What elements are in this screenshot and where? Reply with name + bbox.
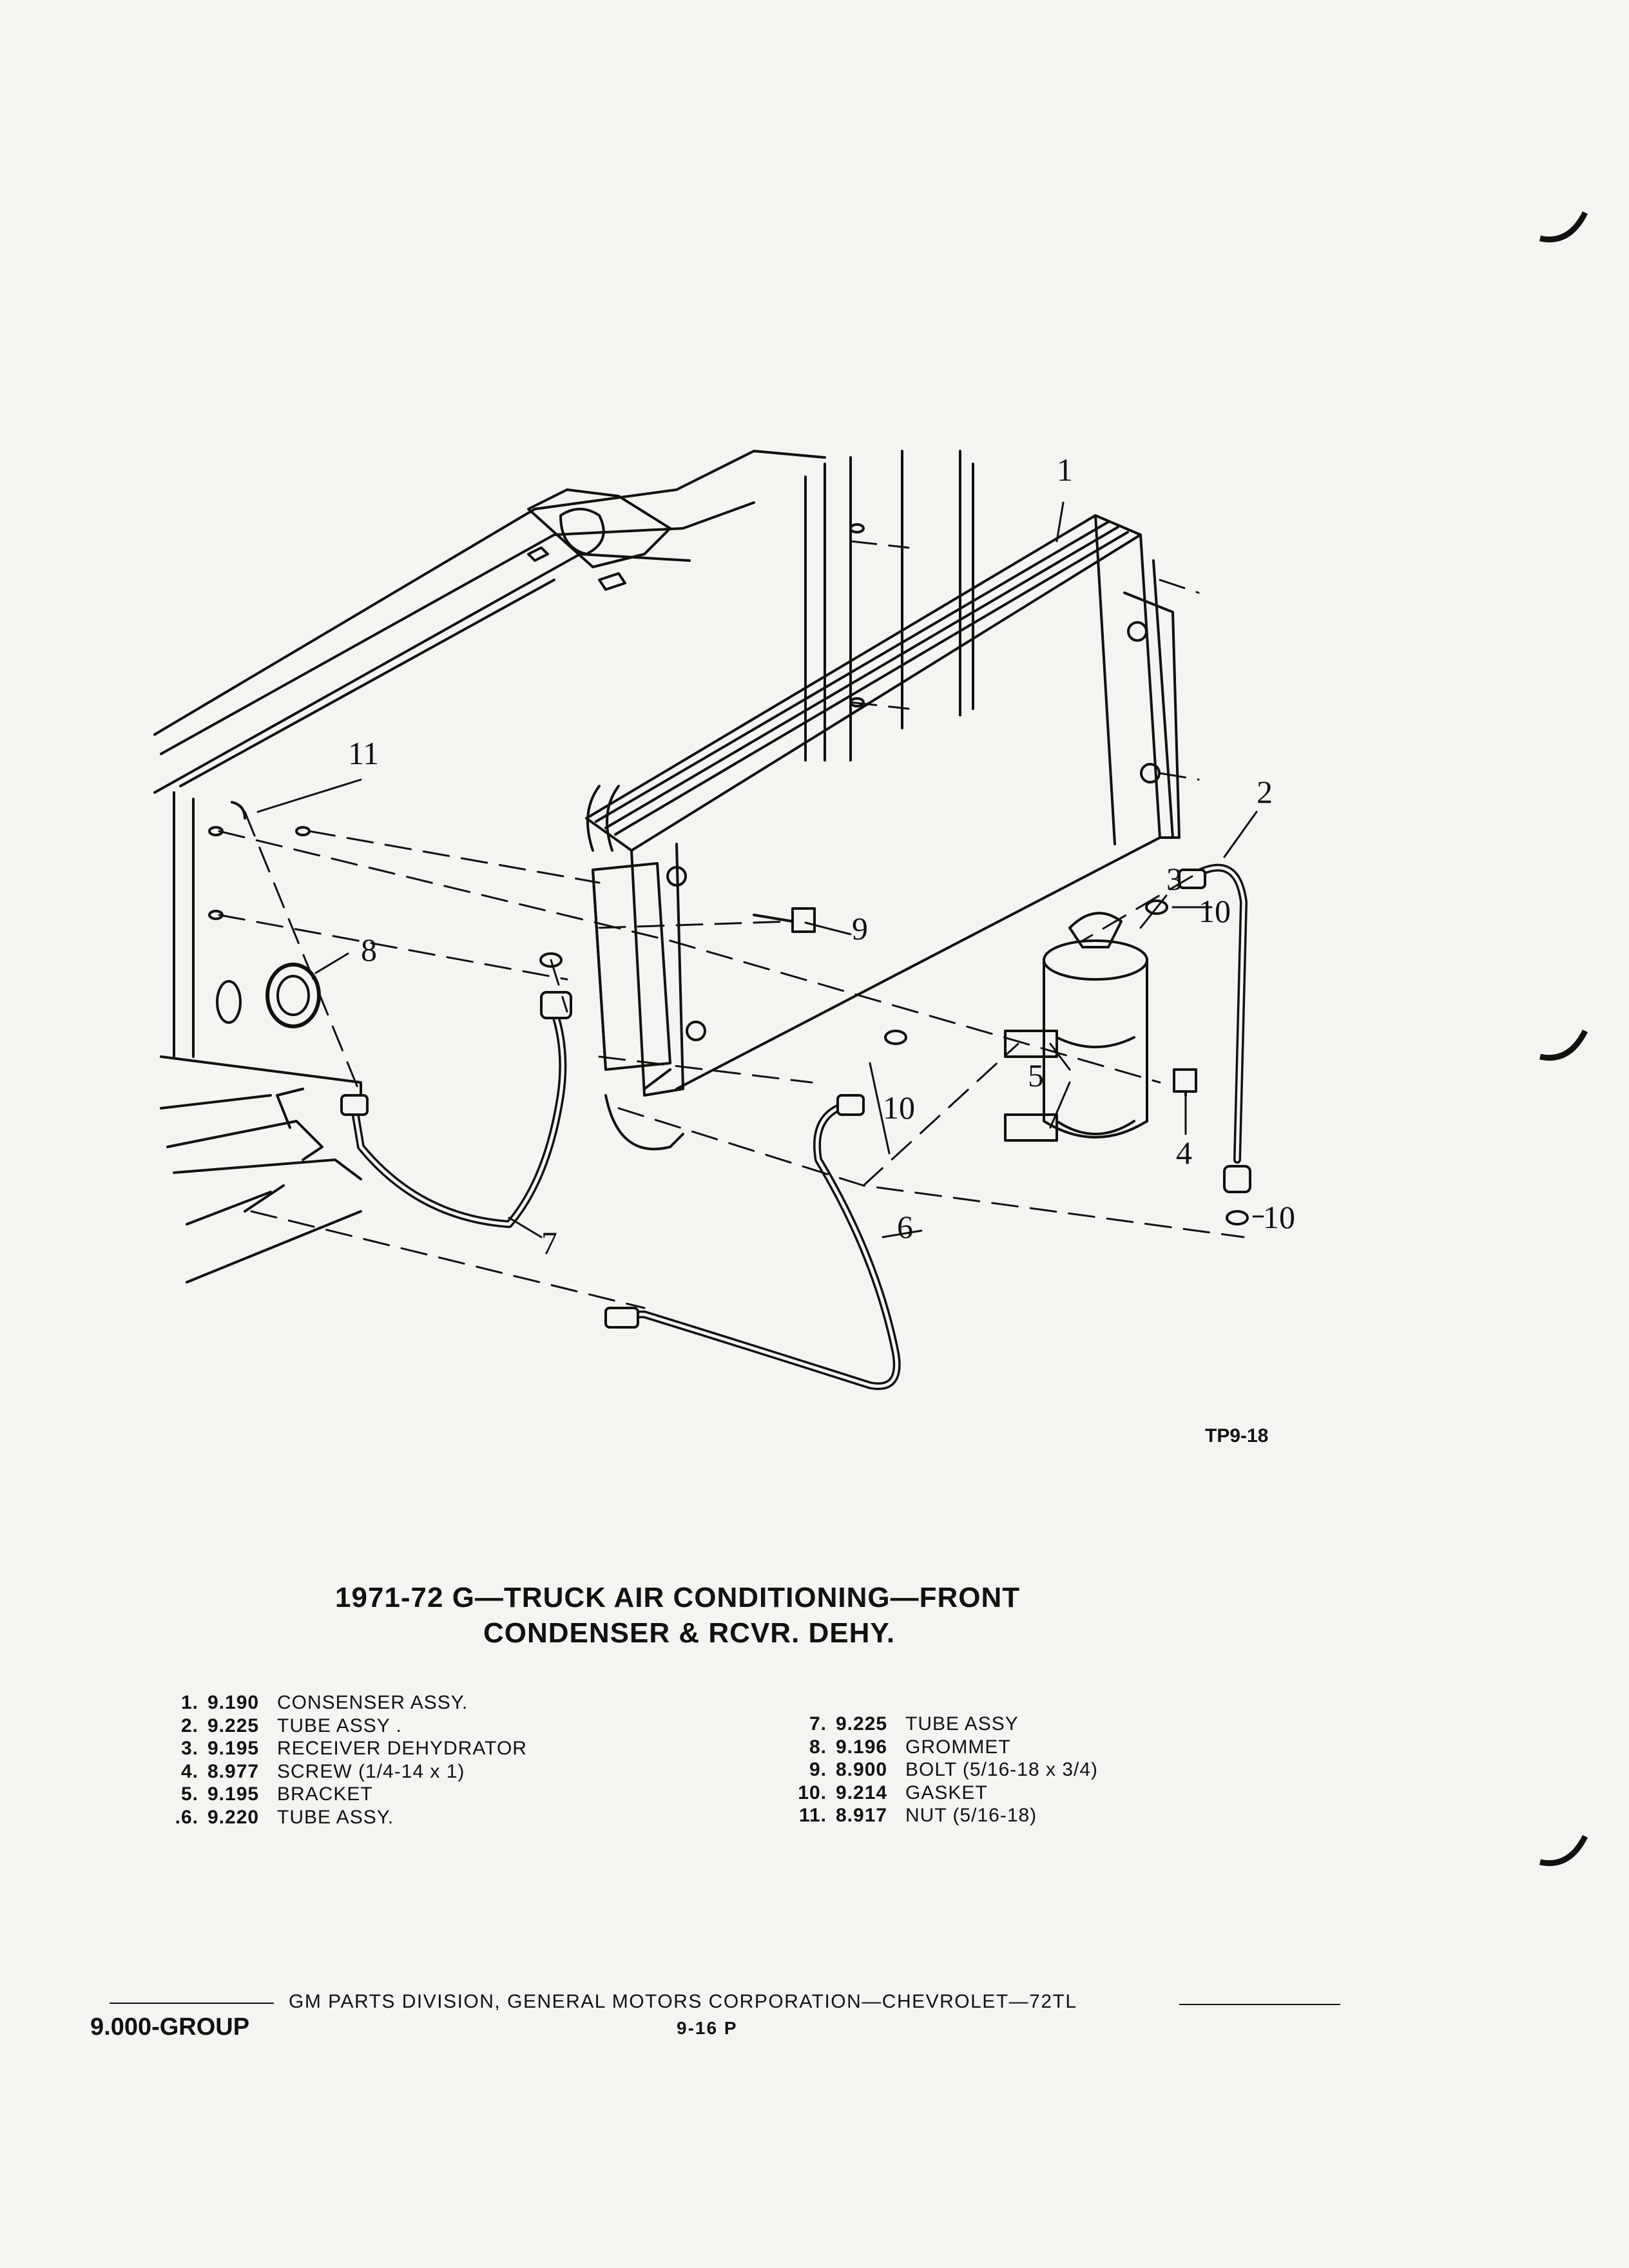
- footer-page-number: 9-16 P: [677, 2018, 738, 2038]
- callout-10-upper: 10: [1199, 893, 1231, 929]
- callout-9: 9: [852, 910, 868, 947]
- callout-6: 6: [897, 1209, 913, 1245]
- callout-10-lower: 10: [1263, 1199, 1295, 1235]
- callout-3: 3: [1166, 861, 1182, 897]
- figure-reference-code: TP9-18: [1205, 1425, 1269, 1446]
- callout-4: 4: [1176, 1135, 1192, 1171]
- page-title-line-1: 1971-72 G—TRUCK AIR CONDITIONING—FRONT: [335, 1582, 1021, 1613]
- hardware: [231, 801, 1249, 1225]
- footer-publisher: GM PARTS DIVISION, GENERAL MOTORS CORPOR…: [289, 1991, 1077, 2012]
- binder-mark: [1539, 211, 1588, 243]
- callout-leaders: [256, 501, 1264, 1238]
- callout-10-middle: 10: [883, 1090, 915, 1126]
- callout-11: 11: [348, 735, 380, 771]
- callout-1: 1: [1057, 452, 1073, 488]
- footer-rule-left: [110, 2003, 274, 2004]
- binder-mark: [1539, 1834, 1588, 1867]
- vehicle-body: [153, 450, 974, 1283]
- callout-2: 2: [1257, 774, 1273, 810]
- receiver-dehydrator: [1004, 912, 1148, 1142]
- binder-mark: [1539, 1029, 1588, 1061]
- callout-7: 7: [541, 1225, 557, 1261]
- tubes: [340, 863, 1251, 1390]
- dashed-leaders: [218, 540, 1245, 1309]
- condenser: [585, 514, 1181, 1151]
- footer-group-label: 9.000-GROUP: [90, 2013, 250, 2041]
- callout-5: 5: [1028, 1057, 1044, 1093]
- page-title-line-2: CONDENSER & RCVR. DEHY.: [483, 1617, 896, 1649]
- callout-8: 8: [361, 932, 377, 968]
- footer-rule-right: [1179, 2004, 1340, 2005]
